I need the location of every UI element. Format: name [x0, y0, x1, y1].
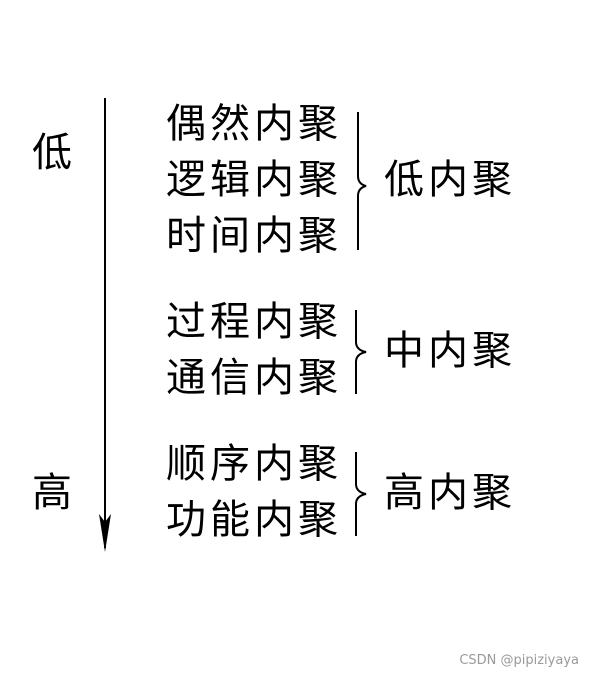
group-label-low: 低内聚 — [384, 157, 516, 203]
axis-low-label: 低 — [32, 130, 72, 176]
group-label-mid: 中内聚 — [384, 328, 516, 374]
cohesion-item-procedural: 过程内聚 — [166, 299, 342, 345]
brace-low — [357, 112, 367, 250]
cohesion-item-communicational: 通信内聚 — [166, 355, 342, 401]
axis-high-label: 高 — [32, 470, 72, 516]
axis-arrowhead — [99, 514, 111, 552]
watermark-text: CSDN @pipiziyaya — [459, 653, 579, 668]
brace-mid — [355, 310, 367, 394]
cohesion-item-coincidental: 偶然内聚 — [166, 101, 342, 147]
brace-high — [355, 452, 367, 536]
cohesion-item-logical: 逻辑内聚 — [166, 157, 342, 203]
cohesion-item-functional: 功能内聚 — [166, 497, 342, 543]
group-label-high: 高内聚 — [384, 470, 516, 516]
cohesion-item-sequential: 顺序内聚 — [166, 441, 342, 487]
cohesion-item-temporal: 时间内聚 — [166, 213, 342, 259]
